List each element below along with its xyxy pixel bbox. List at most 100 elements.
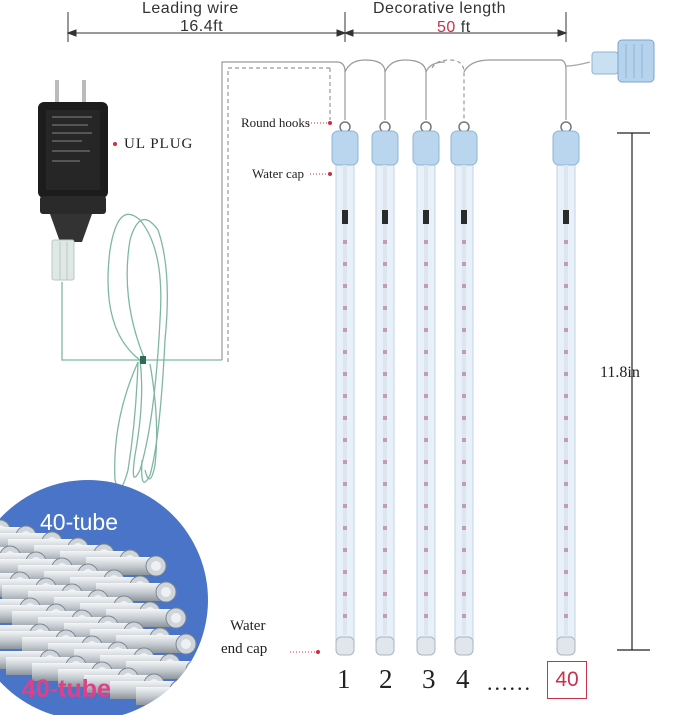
led-dot — [424, 504, 428, 508]
led-dot — [564, 460, 568, 464]
led-dot — [383, 438, 387, 442]
led-dot — [564, 416, 568, 420]
water-end-cap — [454, 636, 474, 656]
led-dot — [462, 284, 466, 288]
led-dot — [343, 394, 347, 398]
led-dot — [564, 548, 568, 552]
led-dot — [462, 394, 466, 398]
water-cap-callout: Water cap — [252, 166, 304, 181]
led-dot — [424, 328, 428, 332]
water-end-cap — [335, 636, 355, 656]
tube-ellipsis: ...... — [487, 670, 532, 695]
led-dot — [383, 614, 387, 618]
decorative-length-unit: ft — [460, 19, 471, 36]
led-dot — [383, 306, 387, 310]
led-dot — [564, 438, 568, 442]
led-dot — [564, 504, 568, 508]
rod-end — [195, 685, 208, 707]
end-connector — [565, 39, 655, 83]
tube-label-1: 1 — [337, 664, 351, 694]
led-dot — [564, 328, 568, 332]
led-dot — [383, 328, 387, 332]
led-dot — [462, 526, 466, 530]
meteor-tube — [371, 121, 399, 656]
top-wiring — [221, 59, 567, 362]
led-dot — [424, 416, 428, 420]
rod-end — [169, 679, 191, 701]
rod-highlight — [191, 665, 201, 675]
led-dot — [383, 526, 387, 530]
led-dot — [424, 460, 428, 464]
led-dot — [424, 262, 428, 266]
inset-rod — [106, 607, 187, 629]
led-dot — [424, 350, 428, 354]
led-dot — [383, 482, 387, 486]
led-dot — [383, 394, 387, 398]
led-dot — [343, 350, 347, 354]
led-dot — [564, 526, 568, 530]
water-cap — [552, 130, 580, 166]
led-dot — [462, 306, 466, 310]
led-dot — [564, 570, 568, 574]
water-end-cap — [416, 636, 436, 656]
led-dot — [383, 350, 387, 354]
led-dot — [462, 614, 466, 618]
led-dot — [424, 306, 428, 310]
chip — [563, 210, 569, 224]
led-dot — [343, 416, 347, 420]
led-dot — [424, 372, 428, 376]
led-dot — [343, 284, 347, 288]
led-dot — [343, 482, 347, 486]
led-dot — [462, 438, 466, 442]
led-dot — [462, 262, 466, 266]
led-dot — [564, 592, 568, 596]
led-dot — [564, 306, 568, 310]
rod-highlight — [171, 613, 181, 623]
rod-highlight — [201, 691, 208, 701]
inset-title: 40-tube — [40, 509, 119, 535]
led-dot — [424, 482, 428, 486]
rod-body — [106, 609, 176, 627]
rod-body — [96, 583, 166, 601]
led-dot — [424, 548, 428, 552]
led-dot — [343, 306, 347, 310]
led-strip — [383, 165, 387, 635]
inset-rod — [116, 633, 197, 655]
tube-height-dimension — [617, 132, 650, 651]
decorative-length-dimension — [343, 12, 568, 42]
led-dot — [383, 592, 387, 596]
led-dot — [424, 614, 428, 618]
led-dot — [462, 328, 466, 332]
led-dot — [564, 262, 568, 266]
tube-label-4: 4 — [456, 664, 470, 694]
inset-rod — [86, 555, 167, 577]
led-strip — [462, 165, 466, 635]
water-cap — [450, 130, 478, 166]
led-dot — [564, 284, 568, 288]
tube-label-3: 3 — [422, 664, 436, 694]
leading-wire-label: Leading wire — [142, 0, 239, 17]
led-dot — [462, 592, 466, 596]
leading-wire-cable — [61, 213, 222, 489]
decorative-length-value: 50 ft — [437, 19, 471, 37]
meteor-tube — [450, 121, 478, 656]
led-dot — [564, 240, 568, 244]
rod-body — [126, 661, 196, 679]
chip — [423, 210, 429, 224]
led-dot — [343, 372, 347, 376]
cable-tie — [140, 356, 146, 364]
meteor-tube — [552, 121, 580, 656]
led-dot — [462, 372, 466, 376]
water-end-cap — [375, 636, 395, 656]
led-dot — [343, 438, 347, 442]
led-dot — [343, 460, 347, 464]
rod-highlight — [175, 685, 185, 695]
led-dot — [462, 240, 466, 244]
water-end-cap — [556, 636, 576, 656]
led-dot — [462, 350, 466, 354]
tube-label-2: 2 — [379, 664, 393, 694]
leading-wire-value: 16.4ft — [180, 18, 224, 35]
rod-highlight — [151, 561, 161, 571]
meteor-tube — [412, 121, 440, 656]
